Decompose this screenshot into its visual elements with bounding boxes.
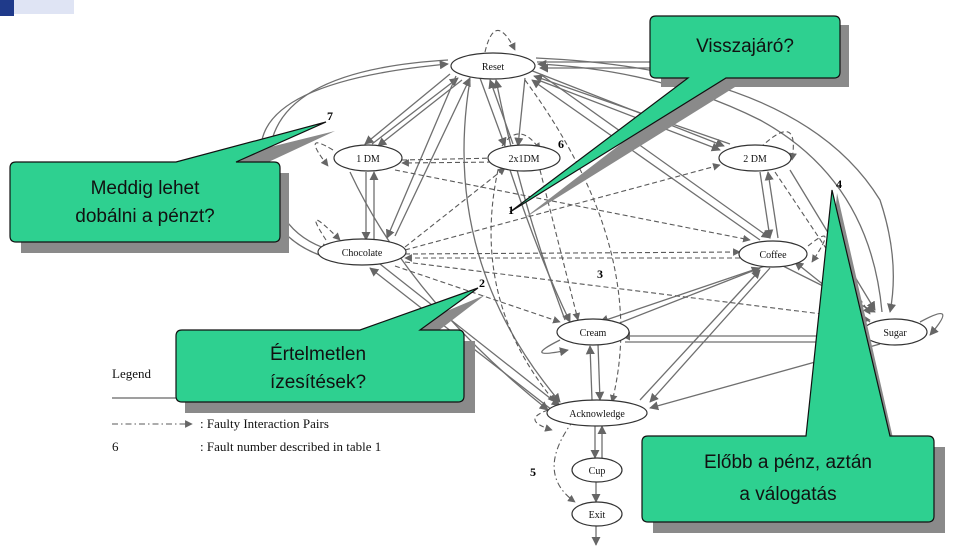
callout-meddig-line1: Meddig lehet <box>91 178 201 199</box>
fault-number-6: 6 <box>558 137 564 151</box>
node-label-cream: Cream <box>580 328 607 339</box>
callout-visszajaro: Visszajáró? <box>509 15 849 219</box>
node-label-sugar: Sugar <box>883 328 907 339</box>
node-coffee: Coffee <box>738 240 808 268</box>
legend-fault-number-example: 6 <box>112 439 119 454</box>
node-cup: Cup <box>571 457 623 483</box>
node-label-reset: Reset <box>482 62 504 73</box>
callout-elobb-line2: a válogatás <box>739 484 836 505</box>
corner-mark <box>0 0 14 16</box>
legend-faulty-label: : Faulty Interaction Pairs <box>200 416 329 431</box>
solid-edges <box>259 57 897 546</box>
legend-title: Legend <box>112 366 151 381</box>
corner-mark-fade <box>14 0 74 14</box>
node-chocolate: Chocolate <box>317 238 407 266</box>
node-label-acknowledge: Acknowledge <box>569 409 625 420</box>
fault-number-1: 1 <box>508 203 514 217</box>
fault-number-7: 7 <box>327 109 333 123</box>
node-label-2x1dm: 2x1DM <box>508 154 539 165</box>
node-exit: Exit <box>571 501 623 527</box>
callout-visszajaro-text: Visszajáró? <box>696 36 794 57</box>
node-label-coffee: Coffee <box>759 250 787 261</box>
node-2dm: 2 DM <box>718 144 792 172</box>
node-1dm: 1 DM <box>333 144 403 172</box>
faulty-edges <box>394 79 871 403</box>
callout-ertelmetlen-line1: Értelmetlen <box>270 344 366 365</box>
node-sugar: Sugar <box>862 318 928 346</box>
legend-fault-number-label: : Fault number described in table 1 <box>200 439 381 454</box>
node-2x1dm: 2x1DM <box>487 144 561 172</box>
fault-number-2: 2 <box>479 276 485 290</box>
node-label-2dm: 2 DM <box>743 154 767 165</box>
node-acknowledge: Acknowledge <box>546 399 648 427</box>
callout-elobb-line1: Előbb a pénz, aztán <box>704 452 872 473</box>
node-label-chocolate: Chocolate <box>342 248 383 259</box>
fault-number-5: 5 <box>530 465 536 479</box>
callout-meddig-line2: dobálni a pénzt? <box>75 206 214 227</box>
fault-number-4: 4 <box>836 177 842 191</box>
node-label-exit: Exit <box>589 510 606 521</box>
node-cream: Cream <box>556 318 630 346</box>
node-label-1dm: 1 DM <box>356 154 380 165</box>
callout-meddig: Meddig lehet dobálni a pénzt? <box>9 121 335 253</box>
callout-ertelmetlen: Értelmetlen ízesítések? <box>175 287 485 413</box>
callout-elobb: Előbb a pénz, aztán a válogatás <box>641 189 945 533</box>
callout-ertelmetlen-line2: ízesítések? <box>270 372 366 393</box>
fault-number-3: 3 <box>597 267 603 281</box>
node-label-cup: Cup <box>589 466 606 477</box>
node-reset: Reset <box>450 52 536 80</box>
legend: Legend : Faulty Interaction Pairs 6 : Fa… <box>112 366 381 454</box>
